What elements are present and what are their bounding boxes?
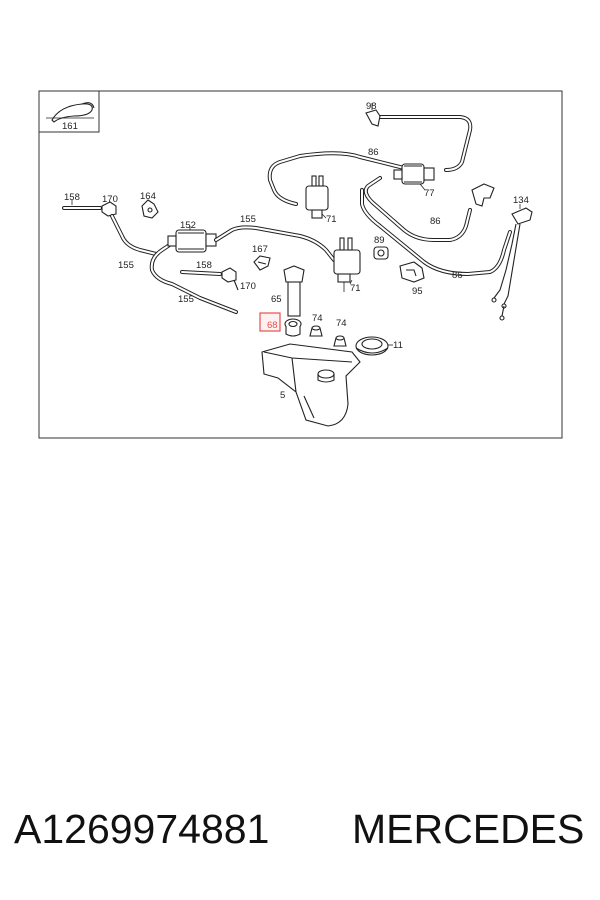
part-152-pump: 152	[167, 220, 217, 253]
callout-152: 152	[180, 220, 196, 231]
callout-155-b: 155	[240, 214, 256, 225]
callout-74-a: 74	[312, 313, 323, 324]
part-164: 164	[140, 191, 159, 219]
callout-65: 65	[271, 294, 282, 305]
callout-71-a: 71	[326, 214, 337, 225]
callout-158-b: 158	[196, 260, 212, 271]
callout-86-a: 86	[368, 147, 379, 158]
part-77-pump: 77	[393, 163, 435, 199]
part-71-pump-upper: 71	[305, 175, 337, 225]
highlight-box	[259, 312, 281, 332]
part-134-harness: 134	[491, 195, 533, 321]
callout-155-c: 155	[178, 294, 194, 305]
parts-diagram: 161 98 86 77 86 86	[38, 90, 563, 439]
part-170-clip-b: 170	[221, 267, 256, 292]
brand-name: MERCEDES	[352, 806, 585, 852]
callout-74-b: 74	[336, 318, 347, 329]
callout-158-a: 158	[64, 192, 80, 203]
callout-164: 164	[140, 191, 156, 202]
part-74-b: 74	[333, 318, 347, 347]
callout-95: 95	[412, 286, 423, 297]
part-158-hose-left: 158	[62, 192, 102, 210]
callout-71-b: 71	[350, 283, 361, 294]
callout-86-c: 86	[452, 270, 463, 281]
callout-68: 68	[267, 320, 278, 331]
callout-98: 98	[366, 101, 377, 112]
part-158-hose-b: 158	[180, 260, 222, 276]
hose-155-left	[110, 214, 238, 314]
part-167-clip: 167	[252, 244, 271, 271]
part-98-clip: 98	[365, 101, 381, 127]
hose-86-upper	[267, 115, 473, 206]
part-nozzle-upper-right	[471, 183, 495, 207]
part-68-grommet: 68	[259, 312, 302, 337]
callout-170-a: 170	[102, 194, 118, 205]
part-170-clip-a: 170	[101, 194, 118, 217]
part-71-pump-lower: 71	[333, 237, 361, 294]
inset-161: 161	[38, 90, 100, 133]
footer: A1269974881 MERCEDES	[14, 806, 594, 856]
part-5-reservoir: 5	[261, 343, 361, 427]
callout-5: 5	[280, 390, 285, 401]
callout-89: 89	[374, 235, 385, 246]
hose-155-mid	[214, 225, 336, 262]
callout-170-b: 170	[240, 281, 256, 292]
callout-167: 167	[252, 244, 268, 255]
callout-77: 77	[424, 188, 435, 199]
callout-155-a: 155	[118, 260, 134, 271]
part-number: A1269974881	[14, 806, 270, 852]
callout-86-b: 86	[430, 216, 441, 227]
callout-11: 11	[393, 340, 403, 351]
part-95-bracket: 95	[399, 261, 425, 297]
part-74-a: 74	[309, 313, 323, 337]
part-11-cap: 11	[355, 336, 403, 356]
part-65-pump: 65	[271, 265, 305, 317]
callout-134: 134	[513, 195, 529, 206]
callout-161: 161	[62, 121, 78, 132]
hose-86-right	[360, 176, 512, 276]
part-89: 89	[373, 235, 389, 260]
